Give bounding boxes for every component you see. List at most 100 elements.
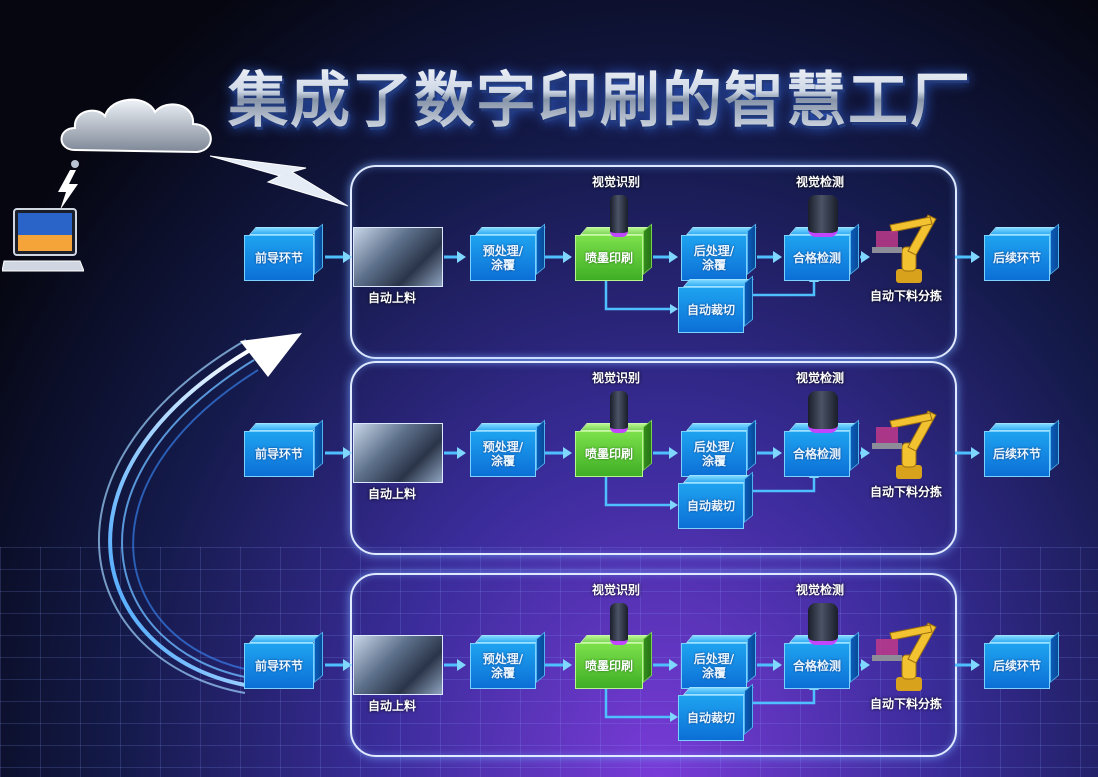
flow-arrowhead [971, 447, 980, 459]
step-front-label: 前导环节 [254, 251, 303, 265]
step-cutting-label: 自动裁切 [686, 303, 735, 317]
auto-unload-label: 自动下料分拣 [870, 697, 943, 711]
flow-arrowhead [457, 447, 466, 459]
camera-icon [808, 603, 838, 645]
step-inkjet-label: 喷墨印刷 [584, 447, 633, 461]
step-inkjet[interactable]: 喷墨印刷 [575, 431, 643, 477]
step-next[interactable]: 后续环节 [984, 643, 1050, 689]
step-cutting[interactable]: 自动裁切 [678, 695, 744, 741]
flow-arrowhead [563, 447, 572, 459]
auto-load-machine-image [353, 423, 443, 483]
step-posttreat-label: 后处理/ 涂覆 [693, 652, 735, 680]
step-front[interactable]: 前导环节 [244, 643, 314, 689]
robot-arm-icon [872, 410, 937, 479]
step-inkjet-label: 喷墨印刷 [584, 659, 633, 673]
step-inspection-label: 合格检测 [792, 659, 841, 673]
step-inkjet-label: 喷墨印刷 [584, 251, 633, 265]
step-cutting[interactable]: 自动裁切 [678, 287, 744, 333]
auto-load-label: 自动上料 [368, 699, 417, 713]
step-inspection-label: 合格检测 [792, 447, 841, 461]
flow-arrowhead [457, 659, 466, 671]
step-pretreat[interactable]: 预处理/ 涂覆 [470, 235, 536, 281]
cutting-branch-line [604, 279, 816, 311]
lightning-icon [210, 155, 349, 207]
step-posttreat-label: 后处理/ 涂覆 [693, 440, 735, 468]
flow-arrowhead [861, 447, 870, 459]
flow-arrow-icon [97, 333, 302, 694]
laptop-icon [2, 208, 84, 272]
step-posttreat[interactable]: 后处理/ 涂覆 [681, 431, 747, 477]
flow-arrowhead [971, 659, 980, 671]
vision-check-label: 视觉检测 [796, 583, 845, 597]
flow-arrowhead [563, 659, 572, 671]
flow-arrowhead [773, 251, 782, 263]
auto-load-label: 自动上料 [368, 291, 417, 305]
camera-icon [610, 195, 628, 237]
flow-arrowhead [861, 659, 870, 671]
production-line-panel [350, 361, 957, 555]
auto-unload-label: 自动下料分拣 [870, 289, 943, 303]
production-line-panel [350, 165, 957, 359]
step-inkjet[interactable]: 喷墨印刷 [575, 235, 643, 281]
step-cutting[interactable]: 自动裁切 [678, 483, 744, 529]
flow-arrowhead [343, 251, 352, 263]
flow-arrowhead [343, 659, 352, 671]
flow-arrowhead [669, 659, 678, 671]
step-posttreat[interactable]: 后处理/ 涂覆 [681, 643, 747, 689]
camera-icon [610, 603, 628, 645]
camera-icon [610, 391, 628, 433]
cutting-branch-line [604, 475, 816, 507]
step-next[interactable]: 后续环节 [984, 235, 1050, 281]
step-cutting-label: 自动裁切 [686, 711, 735, 725]
step-next-label: 后续环节 [992, 447, 1041, 461]
flow-arrowhead [670, 304, 678, 314]
vision-id-label: 视觉识别 [592, 583, 641, 597]
step-pretreat-label: 预处理/ 涂覆 [482, 244, 524, 272]
auto-unload-label: 自动下料分拣 [870, 485, 943, 499]
step-posttreat[interactable]: 后处理/ 涂覆 [681, 235, 747, 281]
step-inspection[interactable]: 合格检测 [784, 235, 850, 281]
step-inspection[interactable]: 合格检测 [784, 431, 850, 477]
flow-arrowhead [773, 659, 782, 671]
page-title: 集成了数字印刷的智慧工厂 [228, 52, 972, 139]
flow-arrowhead [563, 251, 572, 263]
flow-arrowhead [457, 251, 466, 263]
step-front-label: 前导环节 [254, 659, 303, 673]
camera-icon [808, 391, 838, 433]
flow-arrowhead [670, 500, 678, 510]
step-pretreat[interactable]: 预处理/ 涂覆 [470, 643, 536, 689]
vision-id-label: 视觉识别 [592, 371, 641, 385]
auto-load-label: 自动上料 [368, 487, 417, 501]
step-inspection[interactable]: 合格检测 [784, 643, 850, 689]
step-front[interactable]: 前导环节 [244, 235, 314, 281]
vision-id-label: 视觉识别 [592, 175, 641, 189]
flow-arrowhead [669, 447, 678, 459]
step-cutting-label: 自动裁切 [686, 499, 735, 513]
flow-arrowhead [971, 251, 980, 263]
vision-check-label: 视觉检测 [796, 175, 845, 189]
step-inkjet[interactable]: 喷墨印刷 [575, 643, 643, 689]
step-next-label: 后续环节 [992, 251, 1041, 265]
flow-arrowhead [861, 251, 870, 263]
vision-check-label: 视觉检测 [796, 371, 845, 385]
step-next[interactable]: 后续环节 [984, 431, 1050, 477]
robot-arm-icon [872, 622, 937, 691]
step-pretreat-label: 预处理/ 涂覆 [482, 440, 524, 468]
step-pretreat-label: 预处理/ 涂覆 [482, 652, 524, 680]
flow-arrowhead [343, 447, 352, 459]
step-front-label: 前导环节 [254, 447, 303, 461]
step-posttreat-label: 后处理/ 涂覆 [693, 244, 735, 272]
step-front[interactable]: 前导环节 [244, 431, 314, 477]
auto-load-machine-image [353, 635, 443, 695]
flow-arrowhead [669, 251, 678, 263]
cutting-branch-line [604, 687, 816, 719]
step-pretreat[interactable]: 预处理/ 涂覆 [470, 431, 536, 477]
step-inspection-label: 合格检测 [792, 251, 841, 265]
step-next-label: 后续环节 [992, 659, 1041, 673]
flow-arrowhead [773, 447, 782, 459]
cloud-icon [60, 98, 212, 168]
robot-arm-icon [872, 214, 937, 283]
lightning-icon [58, 170, 78, 210]
